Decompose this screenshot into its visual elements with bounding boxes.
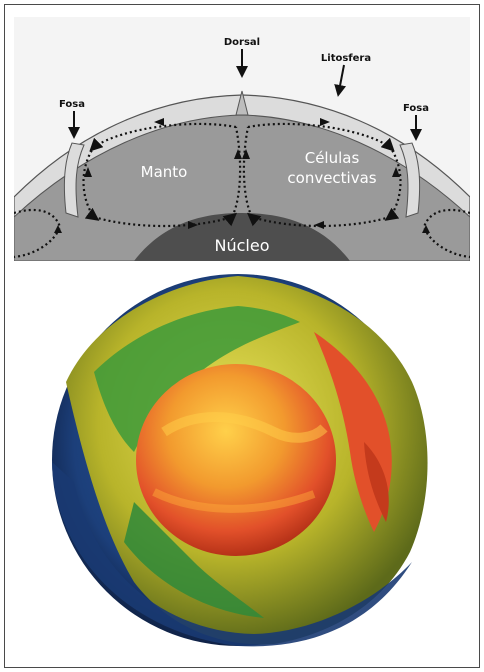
fosa-left-label: Fosa	[59, 99, 85, 110]
green-mantle-layer-lower	[124, 502, 264, 618]
arrowhead	[422, 225, 430, 233]
arrowhead	[242, 149, 250, 159]
earth-cutaway-render	[14, 262, 470, 657]
right-convection-cell	[242, 122, 402, 228]
left-convection-cell	[82, 122, 242, 228]
manto-label: Manto	[141, 163, 188, 181]
core-highlight-band-lower	[152, 488, 316, 513]
shell-front-edge	[52, 462, 412, 647]
earth-cutaway-svg	[14, 262, 470, 657]
core-sphere	[136, 364, 336, 556]
arrowhead	[234, 149, 242, 159]
arrowhead	[54, 225, 62, 233]
litosfera-pointer	[334, 64, 347, 97]
green-mantle-layer	[94, 306, 300, 452]
fosa-right-label: Fosa	[403, 103, 429, 114]
nucleo-label: Núcleo	[215, 236, 270, 255]
celulas-label-line1: Células	[305, 149, 360, 167]
dorsal-ridge	[235, 90, 249, 116]
arrowhead	[84, 167, 92, 177]
left-subducting-slab	[63, 142, 85, 218]
mantle-plume-detail	[364, 442, 389, 522]
arrowhead	[314, 221, 324, 229]
convection-diagram: Dorsal Litosfera Fosa Fosa Manto Células…	[14, 17, 470, 261]
right-subducting-slab	[399, 142, 421, 218]
arrowhead	[320, 118, 330, 126]
celulas-label-line2: convectivas	[287, 169, 376, 187]
core-highlight-band	[161, 412, 328, 443]
convection-diagram-svg: Dorsal Litosfera Fosa Fosa Manto Células…	[14, 17, 470, 261]
arrowhead	[392, 167, 400, 177]
arrowhead	[154, 118, 164, 126]
litosfera-label: Litosfera	[321, 53, 371, 64]
dorsal-label: Dorsal	[224, 37, 260, 48]
arrowhead	[188, 221, 198, 229]
